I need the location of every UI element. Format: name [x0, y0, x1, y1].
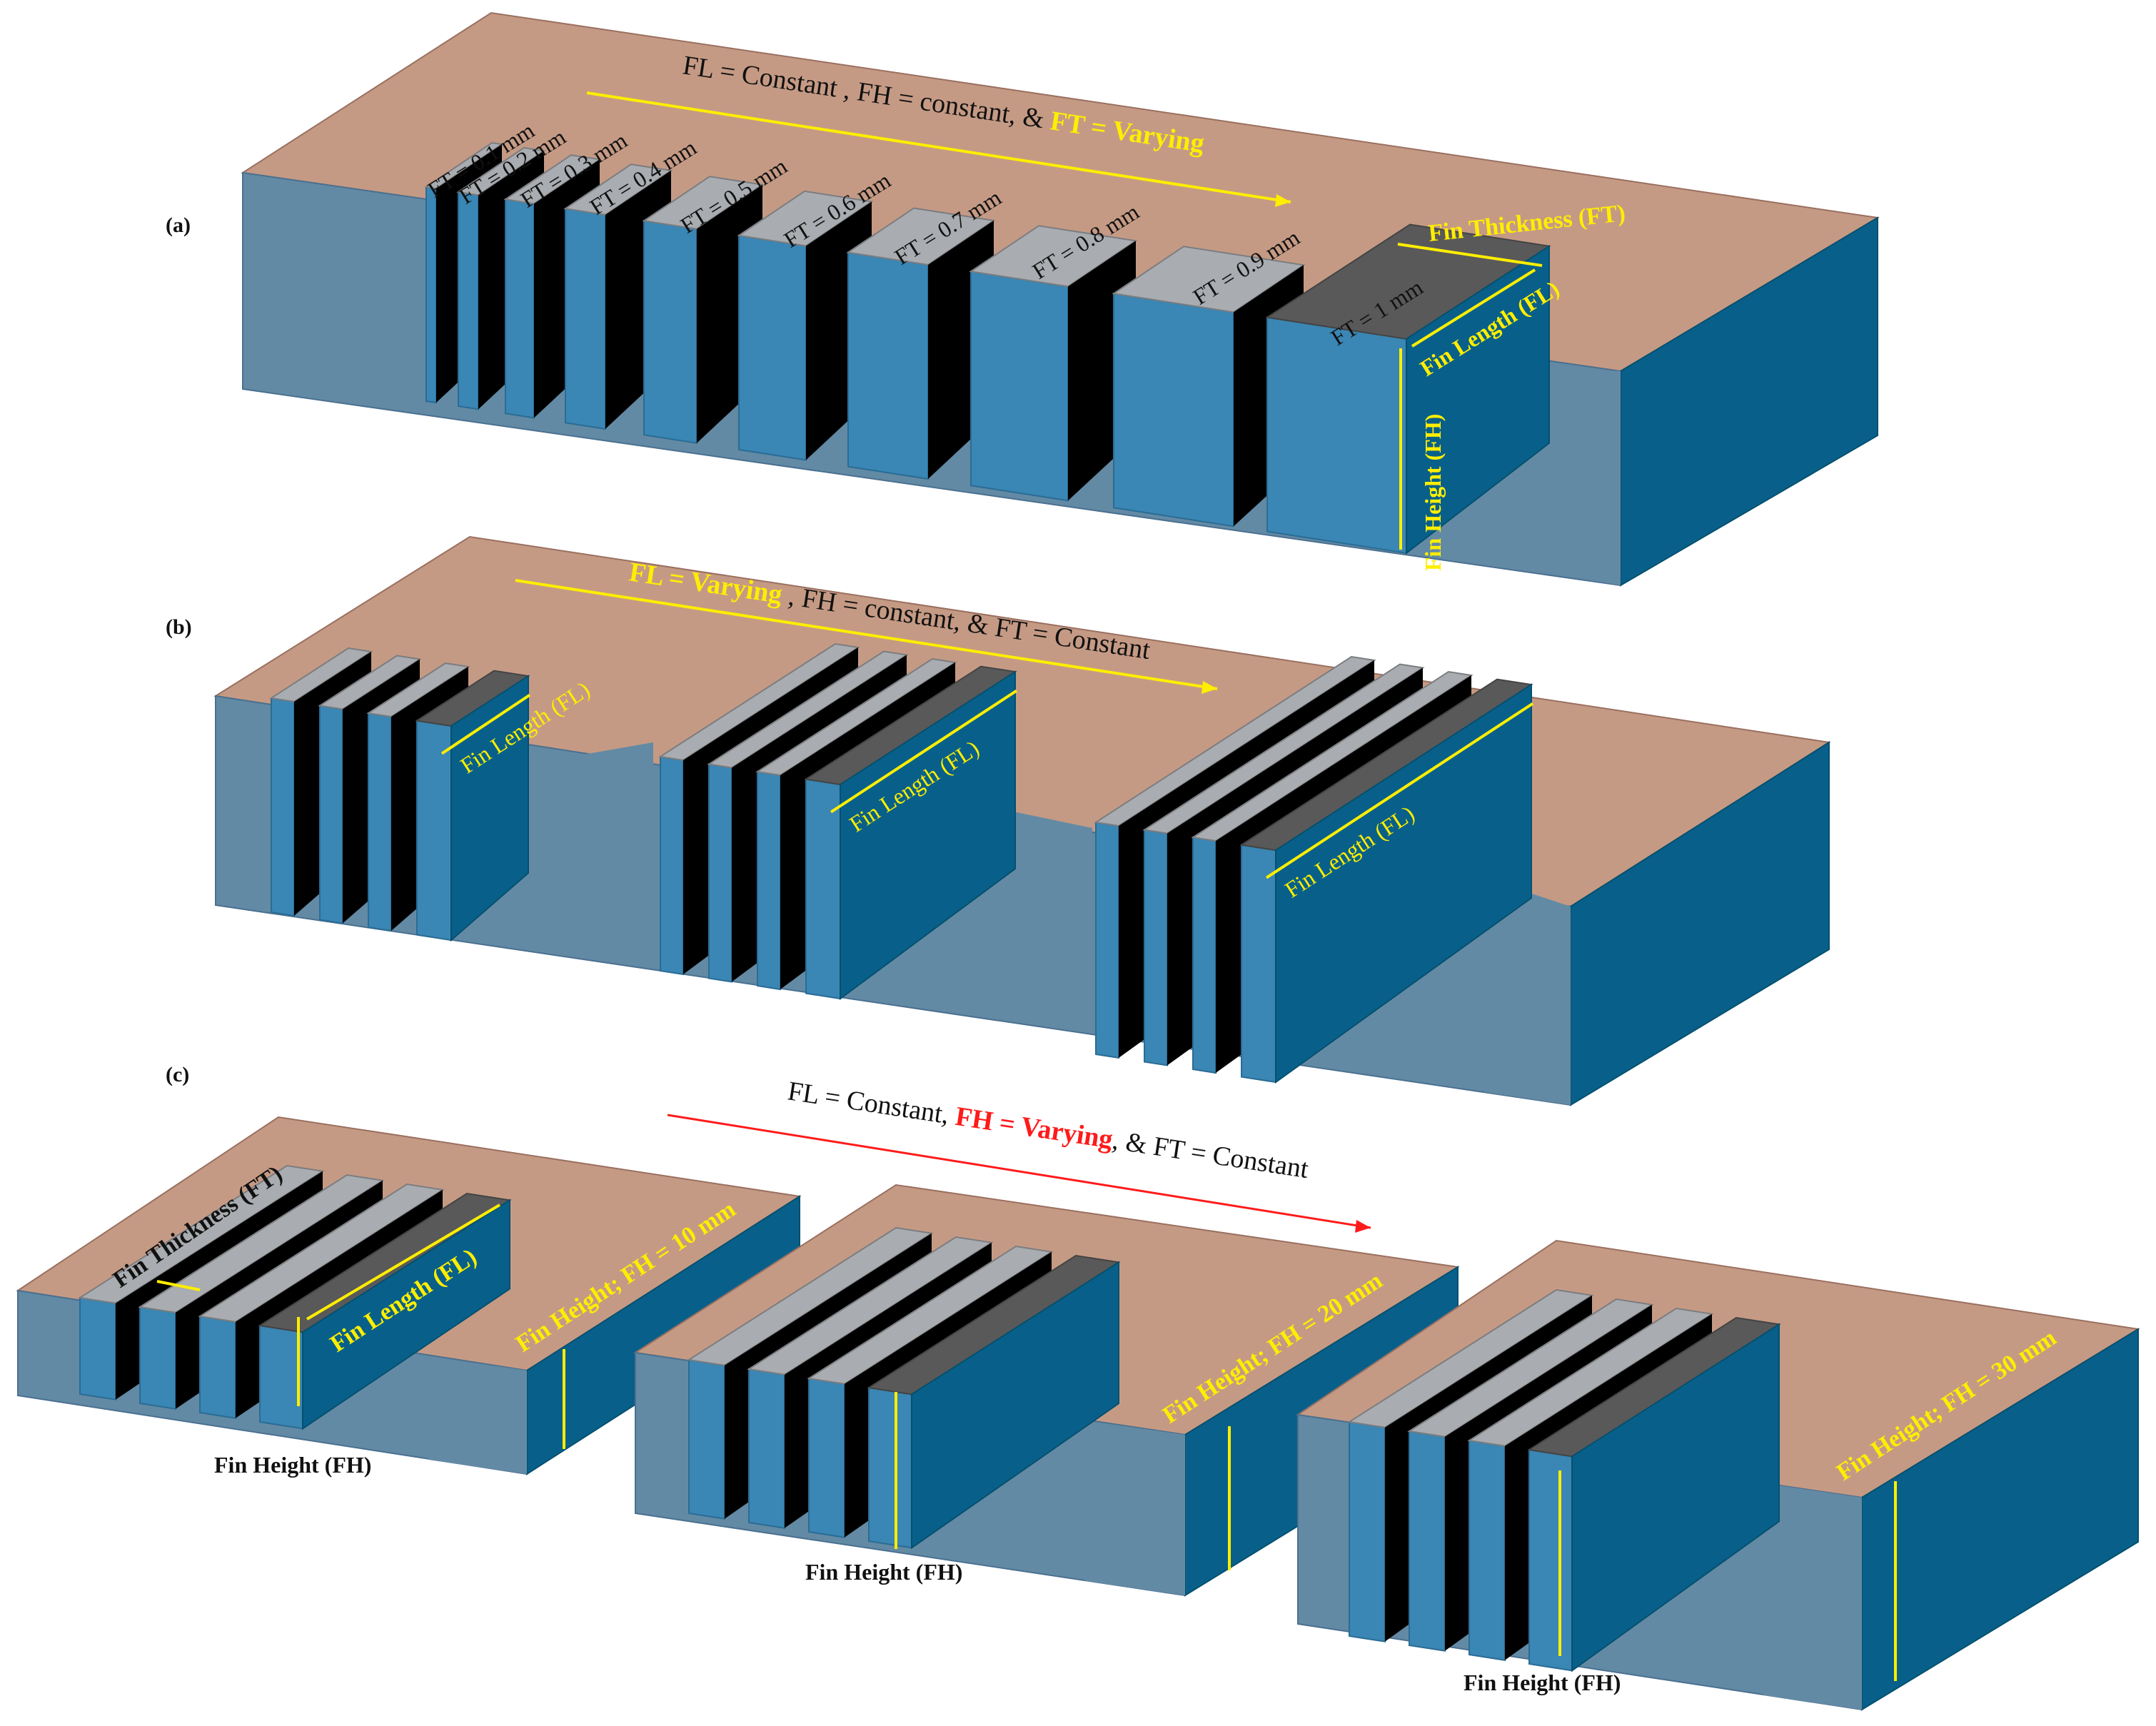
panel-c-block-2-fin-6-front [748, 1368, 785, 1529]
panel-b-fl-dimension-2 [830, 689, 1018, 814]
panel-b-group-3-fin-10-front [1144, 829, 1168, 1066]
panel-b-pocket-floor-3 [1485, 878, 1571, 1105]
panel-a-fin-1-front [425, 186, 437, 404]
panel-c-label: (c) [166, 1063, 189, 1086]
panel-c-block2-pocket [1085, 1420, 1185, 1595]
panel-b-group-1-fin-1-front [271, 697, 295, 917]
panel-b-group-2-fin-6-front [708, 763, 732, 983]
panel-b-group-2-fin-8-front [805, 778, 841, 1000]
panel-a-pocket-floor [1535, 365, 1621, 585]
panel-a-fins [424, 141, 1551, 555]
panel-b-pocket-floor-2 [1007, 810, 1092, 999]
panel-c-block-3-fin-9-front [1349, 1420, 1386, 1642]
panel-c-block-3-fin-11-front [1469, 1439, 1506, 1661]
panel-c-block-2-fin-5-front [688, 1358, 725, 1520]
panel-b-group-2-fin-8-side [840, 670, 1016, 1001]
panel-b-fins [269, 642, 1533, 1084]
panel-c: (c) FL = Constant, FH = Varying, & FT = … [16, 1063, 2140, 1711]
panel-b-group-3-fin-12-side [1275, 683, 1532, 1084]
panel-a-fl-dimension [1411, 268, 1536, 348]
panel-c-fins [78, 1164, 1781, 1672]
panel-a-fin-height-label: Fin Height (FH) [1420, 414, 1446, 571]
panel-a-fin-3-front [505, 198, 535, 419]
panel-a-fin-8-front [970, 271, 1069, 502]
panel-b-fl-dimension-3 [1265, 702, 1534, 879]
panel-c-bottom-label-3: Fin Height (FH) [1464, 1670, 1621, 1695]
panel-b-fl-dimension-1 [440, 693, 531, 755]
panel-c-bottom-label-2: Fin Height (FH) [805, 1559, 962, 1585]
panel-a-arrow-head [1275, 194, 1291, 207]
panel-c-block-1-fin-4-front [259, 1324, 303, 1430]
panel-c-fl-dimension [306, 1203, 501, 1321]
panel-c-block-2-fin-7-front [808, 1377, 845, 1538]
panel-c-block-1-fin-4-side [302, 1198, 510, 1430]
panel-c-block-3-fin-12-front [1528, 1448, 1573, 1672]
panel-a-label: (a) [166, 213, 191, 237]
panel-c-block-2-fin-8-side [911, 1261, 1119, 1550]
panel-b-group-2-fin-7-front [757, 770, 781, 991]
panel-b-group-1-fin-3-front [368, 712, 392, 932]
panel-b: Fin Length (FL)Fin Length (FL)Fin Length… [166, 535, 1831, 1106]
panel-a-fin-10-front [1266, 316, 1407, 554]
panel-a-fin-6-front [738, 234, 807, 461]
panel-a-fin-2-front [458, 191, 479, 410]
panel-b-group-1-fin-4-side [450, 675, 529, 942]
panel-c-arrow-head [1355, 1220, 1371, 1233]
panel-c-ft-dimension [156, 1280, 201, 1291]
panel-c-block-1-fin-3-front [199, 1315, 236, 1419]
panel-a-fin-7-front [847, 251, 929, 480]
panel-c-block-3-fin-10-front [1409, 1430, 1446, 1652]
panel-b-group-3-fin-12-front [1241, 844, 1276, 1084]
panel-c-header: FL = Constant, FH = Varying, & FT = Cons… [786, 1076, 1311, 1184]
panel-b-group-3-fin-11-front [1192, 836, 1216, 1074]
panel-b-group-1-fin-4-front [416, 720, 452, 942]
panel-c-bottom-label-1: Fin Height (FH) [214, 1452, 371, 1478]
panel-a-ft-dimension [1397, 243, 1543, 267]
panel-c-block-1-fin-2-front [139, 1306, 176, 1410]
panel-a-fin-5-front [643, 220, 697, 444]
panel-b-label: (b) [166, 615, 192, 639]
panel-b-direction-arrow [515, 579, 1218, 690]
panel-c-block-3-fin-12-side [1571, 1323, 1780, 1672]
panel-c-block3-pocket [1763, 1483, 1862, 1710]
panel-c-block1-pocket [428, 1356, 527, 1474]
panel-b-pocket-floor-1 [571, 742, 653, 935]
panel-b-group-2-fin-5-front [660, 755, 684, 976]
panel-b-arrow-head [1202, 681, 1217, 694]
panel-a-direction-arrow [586, 91, 1291, 203]
panel-a-fin-9-front [1113, 293, 1234, 528]
panel-c-direction-arrow [667, 1114, 1371, 1229]
panel-c-block-2-fin-8-front [868, 1386, 912, 1549]
panel-c-block-1-fin-1-front [79, 1296, 116, 1401]
panel-a-fin-10-side [1406, 244, 1550, 555]
panel-b-group-1-fin-2-front [319, 705, 343, 924]
panel-b-group-3-fin-9-front [1095, 821, 1119, 1059]
panel-a-fin-4-front [565, 208, 606, 430]
